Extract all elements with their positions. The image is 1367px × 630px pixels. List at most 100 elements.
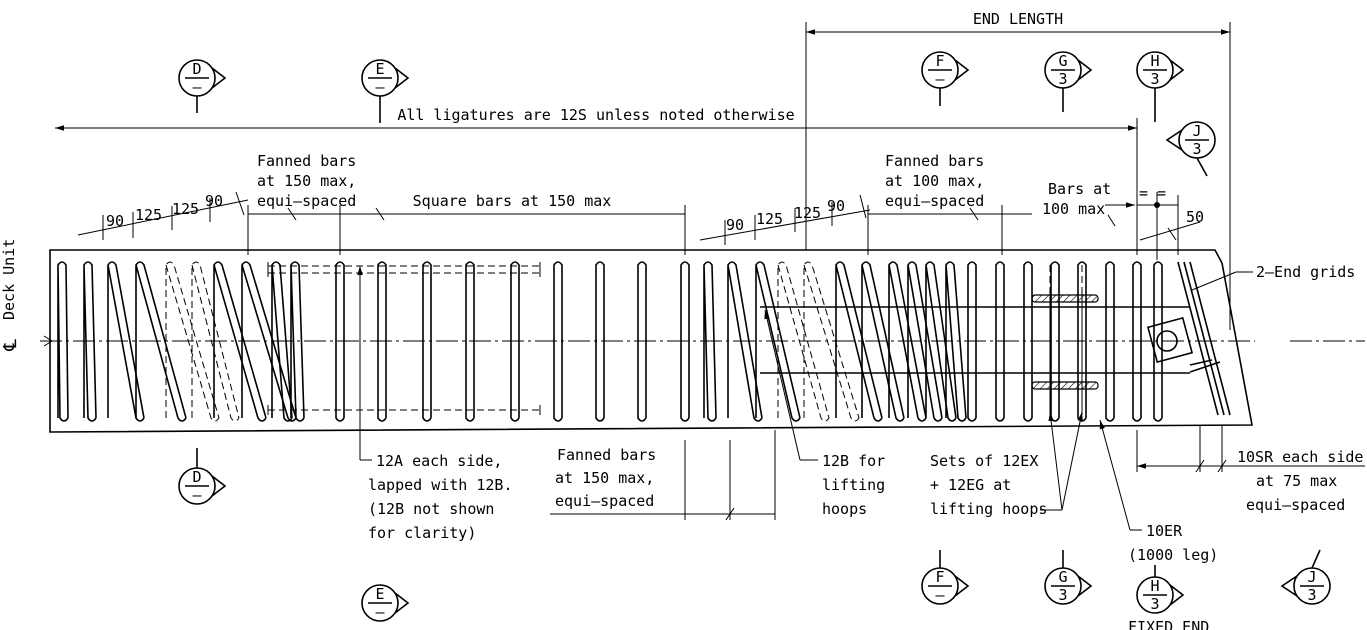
bar-12A-bottom [267,405,541,415]
section-number: – [375,78,385,96]
note-line: Fanned bars [557,446,656,464]
all-ligatures-dimension: All ligatures are 12S unless noted other… [55,106,1138,255]
note-line: 12A each side, [376,452,502,470]
ligature-bar [835,261,883,422]
note-line: + 12EG at [930,476,1011,494]
note-line: at 150 max, [257,172,356,190]
section-number: – [375,603,385,621]
centre-line [40,335,1365,347]
dim-90-c: 90 [726,216,744,234]
section-number: – [192,78,202,96]
section-number: 3 [1150,595,1159,613]
note-line: Bars at [1048,180,1111,198]
ligature-bar [57,261,69,422]
section-id: J [1192,122,1201,140]
ligature-bar [290,261,305,422]
ligature-bar [1132,261,1142,422]
note-line: Fanned bars [257,152,356,170]
note-line: equi–spaced [555,492,654,510]
ligature-bar [907,261,943,422]
ligature-bar [945,261,967,422]
ligature-bar [83,261,97,422]
fanned-100-note: Fanned bars at 100 max, equi–spaced [867,152,1003,255]
deck-unit-label: Deck Unit ℄ [0,239,21,352]
ligature-bar [165,261,220,422]
ligature-bar [888,261,927,422]
fanned-150-top-note: Fanned bars at 150 max, equi–spaced [247,152,356,255]
note-line: 12B for [822,452,885,470]
note-line: for clarity) [368,524,476,542]
ligature-bar [777,261,830,422]
note-line: (12B not shown [368,500,494,518]
section-marker-F-bottom: F – [921,550,970,605]
end-grids-leader: 2–End grids [1191,263,1355,291]
section-id: D [192,468,201,486]
bar-10ER-leader: 10ER (1000 leg) [1099,419,1218,564]
fixed-end-label: FIXED END [1128,618,1209,630]
ligature-bar [925,261,957,422]
sets-12EX-leader: Sets of 12EX + 12EG at lifting hoops [930,411,1083,518]
ligature-bar [967,261,977,422]
bar-12A-top [267,262,541,277]
section-marker-H-top: H 3 [1136,51,1185,122]
deck-unit-outline [49,249,1253,433]
section-marker-E-top: E – [361,59,410,123]
section-id: H [1150,52,1159,70]
dim-50: 50 [1186,208,1204,226]
bar-12B-leader: 12B for lifting hoops [764,309,885,518]
ligature-bar [995,261,1005,422]
note-line: 10ER [1146,522,1183,540]
note-line: at 100 max, [885,172,984,190]
centre-line-symbol: ℄ [0,339,21,352]
section-id: H [1150,577,1159,595]
square-bars-dimension: Square bars at 150 max [340,192,686,255]
dim-125-c: 125 [756,210,783,228]
section-id: F [935,568,944,586]
section-id: G [1058,568,1067,586]
dim-90-b: 90 [205,192,223,210]
dim-125-b: 125 [172,200,199,218]
mid-fanned-dims: 90 125 125 90 [699,194,871,245]
dim-125-d: 125 [794,204,821,222]
note-line: lifting [822,476,885,494]
bars-at-100-note: Bars at 100 max [1002,180,1135,227]
section-number: 3 [1058,586,1067,604]
ligature-bar [595,261,605,422]
equal-spacing-dim: = = 50 [1137,184,1204,260]
ligature-bar [861,261,905,422]
section-id: G [1058,52,1067,70]
end-length-label: END LENGTH [973,10,1063,28]
ligature-bar [637,261,647,422]
note-line: 100 max [1042,200,1105,218]
ligature-bar [465,261,475,422]
note-line: Fanned bars [885,152,984,170]
section-marker-G-top: G 3 [1044,51,1093,112]
dim-125-a: 125 [135,206,162,224]
all-ligatures-label: All ligatures are 12S unless noted other… [397,106,794,124]
note-line: equi–spaced [1246,496,1345,514]
section-marker-D-bottom: D – [178,448,227,505]
section-id: F [935,52,944,70]
fanned-150-bottom-note: Fanned bars at 150 max, equi–spaced [550,430,776,521]
square-bars-label: Square bars at 150 max [413,192,612,210]
ligature-bar [1023,261,1033,422]
section-number: – [935,586,945,604]
note-line: (1000 leg) [1128,546,1218,564]
section-number: – [192,486,202,504]
section-id: D [192,60,201,78]
section-marker-J-top: J 3 [1165,121,1216,177]
section-id: E [375,60,384,78]
note-line: equi–spaced [257,192,356,210]
ligature-bar [191,261,240,422]
end-length-dimension: END LENGTH [805,10,1231,330]
section-marker-G-bottom: G 3 [1044,550,1093,605]
section-marker-J-bottom: J 3 [1280,549,1331,605]
note-line: lapped with 12B. [368,476,513,494]
section-marker-F-top: F – [921,51,970,106]
note-line: equi–spaced [885,192,984,210]
ligature-bar [422,261,432,422]
left-fanned-dims: 90 125 125 90 [77,191,249,240]
ligature-bar [755,261,801,422]
end-grids [1146,261,1231,416]
bar-12A-leader: 12A each side, lapped with 12B. (12B not… [357,266,513,542]
